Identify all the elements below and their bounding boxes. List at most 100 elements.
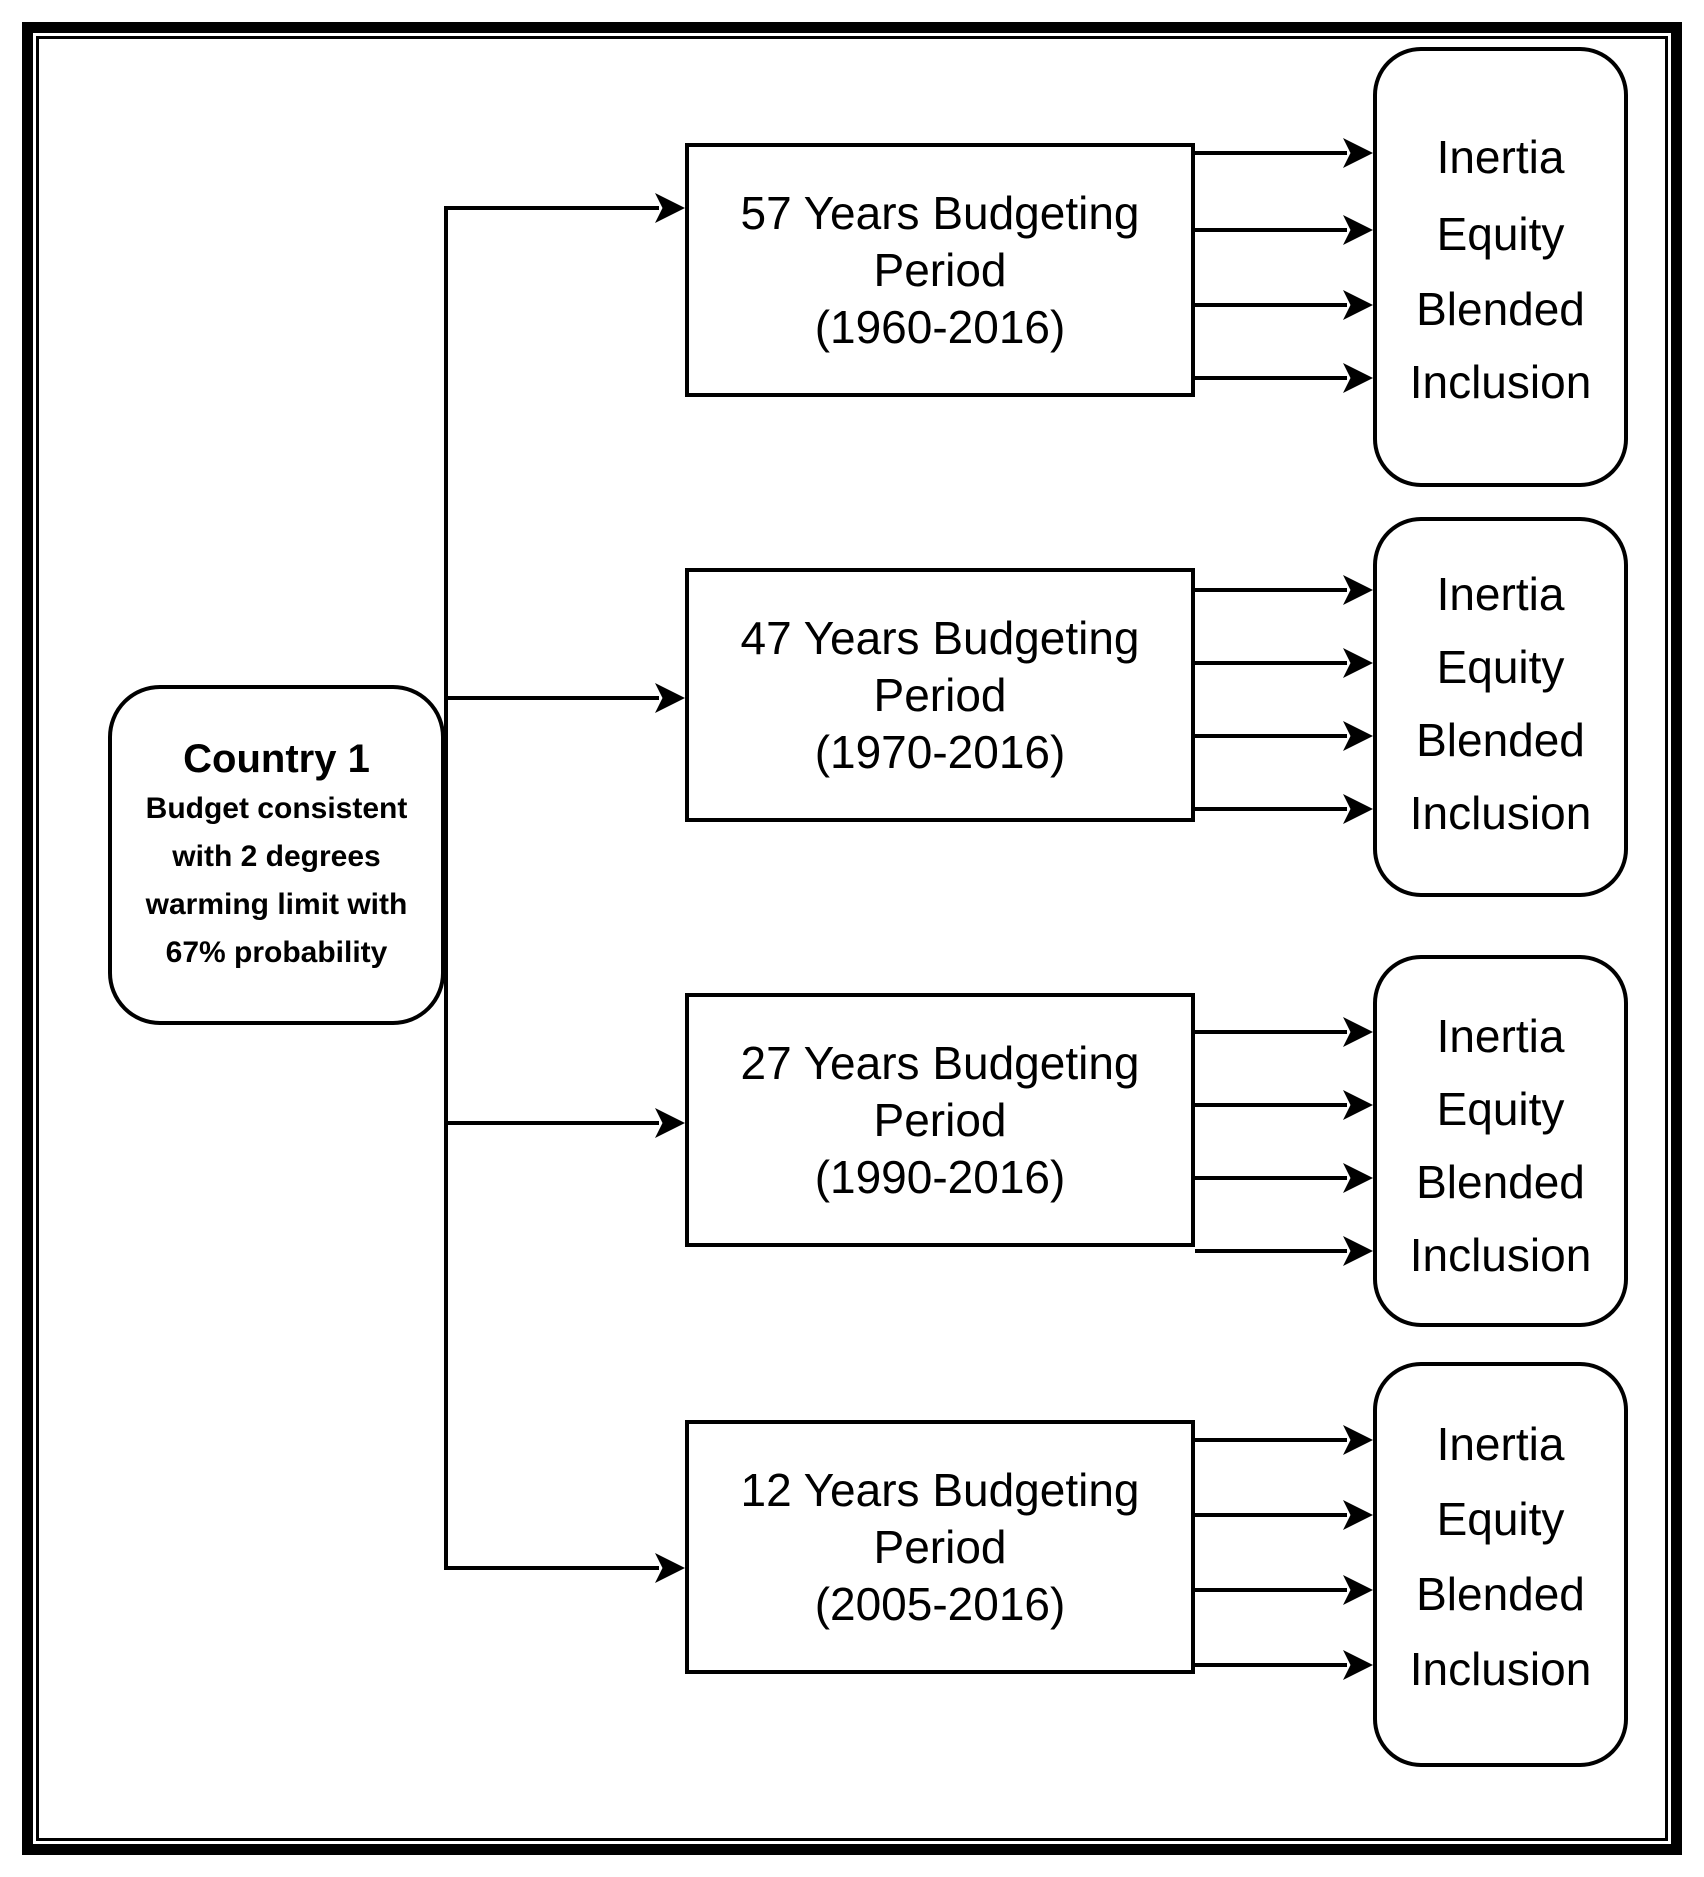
period-line: (2005-2016) — [814, 1577, 1066, 1630]
edge-arrow-row4-inertia — [1195, 1425, 1373, 1455]
edge-arrow-row4-equity — [1195, 1500, 1373, 1530]
arrow-head — [1343, 1575, 1373, 1605]
branch-arrow-row2 — [444, 683, 685, 713]
arrow-shaft — [1195, 1513, 1347, 1517]
arrow-head — [1343, 1650, 1373, 1680]
period-line: 57 Years Budgeting — [740, 186, 1140, 239]
arrow-head — [655, 1553, 685, 1583]
arrow-shaft — [1195, 376, 1347, 380]
edge-arrow-row2-inclusion — [1195, 794, 1373, 824]
period-line: Period — [873, 1520, 1007, 1573]
country-line: 67% probability — [165, 936, 388, 969]
arrow-shaft — [444, 206, 659, 210]
period-node-row2: 47 Years Budgeting Period (1970-2016) — [685, 568, 1195, 822]
arrow-shaft — [1195, 1663, 1347, 1667]
edge-arrow-row1-equity — [1195, 215, 1373, 245]
period-line: Period — [873, 1093, 1007, 1146]
branch-arrow-row1 — [444, 193, 685, 223]
arrow-head — [1343, 1090, 1373, 1120]
arrow-shaft — [1195, 1030, 1347, 1034]
edge-arrow-row3-equity — [1195, 1090, 1373, 1120]
outcome-node-row3: Inertia Equity Blended Inclusion — [1373, 955, 1628, 1327]
arrow-head — [655, 1108, 685, 1138]
country-node: Country 1 Budget consistent with 2 degre… — [108, 685, 445, 1025]
country-line: with 2 degrees — [172, 840, 381, 873]
edge-arrow-row3-blended — [1195, 1163, 1373, 1193]
country-line: Budget consistent — [145, 792, 408, 825]
country-title: Country 1 — [183, 737, 370, 781]
arrow-shaft — [1195, 1103, 1347, 1107]
period-line: Period — [873, 243, 1007, 296]
outcome-label: Blended — [1416, 1568, 1585, 1620]
arrow-shaft — [1195, 1249, 1347, 1253]
period-line: 47 Years Budgeting — [740, 611, 1140, 664]
arrow-shaft — [1195, 661, 1347, 665]
outcome-label: Inclusion — [1409, 356, 1592, 408]
arrow-head — [1343, 1425, 1373, 1455]
edge-arrow-row1-inclusion — [1195, 363, 1373, 393]
edge-arrow-row3-inclusion — [1195, 1236, 1373, 1266]
arrow-head — [1343, 1017, 1373, 1047]
edge-arrow-row2-equity — [1195, 648, 1373, 678]
arrow-shaft — [1195, 1438, 1347, 1442]
arrow-shaft — [444, 696, 659, 700]
outcome-label: Inclusion — [1409, 1229, 1592, 1281]
arrow-shaft — [444, 1566, 659, 1570]
arrow-head — [1343, 794, 1373, 824]
outcome-label: Equity — [1436, 1083, 1565, 1135]
outcome-label: Blended — [1416, 714, 1585, 766]
arrow-head — [1343, 575, 1373, 605]
arrow-shaft — [1195, 1588, 1347, 1592]
arrow-head — [1343, 1236, 1373, 1266]
outcome-label: Blended — [1416, 1156, 1585, 1208]
arrow-head — [1343, 648, 1373, 678]
arrow-shaft — [1195, 734, 1347, 738]
arrow-head — [1343, 138, 1373, 168]
period-line: 27 Years Budgeting — [740, 1036, 1140, 1089]
edge-arrow-row1-inertia — [1195, 138, 1373, 168]
arrow-head — [655, 193, 685, 223]
country-line: warming limit with — [145, 888, 408, 921]
period-line: 12 Years Budgeting — [740, 1463, 1140, 1516]
arrow-head — [1343, 1500, 1373, 1530]
branch-arrow-row3 — [444, 1108, 685, 1138]
period-node-row3: 27 Years Budgeting Period (1990-2016) — [685, 993, 1195, 1247]
outcome-label: Inertia — [1436, 1010, 1565, 1062]
edge-arrow-row2-blended — [1195, 721, 1373, 751]
arrow-shaft — [1195, 1176, 1347, 1180]
outcome-label: Equity — [1436, 208, 1565, 260]
edge-arrow-row4-blended — [1195, 1575, 1373, 1605]
arrow-head — [1343, 290, 1373, 320]
arrow-head — [1343, 1163, 1373, 1193]
period-node-row1: 57 Years Budgeting Period (1960-2016) — [685, 143, 1195, 397]
outer-border — [22, 22, 1682, 1855]
trunk-connector-line — [444, 206, 448, 1570]
edge-arrow-row3-inertia — [1195, 1017, 1373, 1047]
outcome-label: Inertia — [1436, 1418, 1565, 1470]
arrow-shaft — [1195, 303, 1347, 307]
arrow-shaft — [1195, 807, 1347, 811]
arrow-shaft — [1195, 151, 1347, 155]
outcome-label: Inertia — [1436, 131, 1565, 183]
arrow-shaft — [1195, 228, 1347, 232]
edge-arrow-row4-inclusion — [1195, 1650, 1373, 1680]
arrow-head — [1343, 363, 1373, 393]
inner-border — [36, 36, 1668, 1841]
branch-arrow-row4 — [444, 1553, 685, 1583]
outcome-node-row4: Inertia Equity Blended Inclusion — [1373, 1362, 1628, 1767]
period-line: Period — [873, 668, 1007, 721]
edge-arrow-row2-inertia — [1195, 575, 1373, 605]
arrow-head — [1343, 721, 1373, 751]
outcome-node-row2: Inertia Equity Blended Inclusion — [1373, 517, 1628, 897]
edge-arrow-row1-blended — [1195, 290, 1373, 320]
outcome-label: Inclusion — [1409, 787, 1592, 839]
arrow-head — [1343, 215, 1373, 245]
period-line: (1960-2016) — [814, 300, 1066, 353]
outcome-label: Blended — [1416, 283, 1585, 335]
outcome-label: Inclusion — [1409, 1643, 1592, 1695]
arrow-shaft — [1195, 588, 1347, 592]
outcome-label: Equity — [1436, 1493, 1565, 1545]
period-node-row4: 12 Years Budgeting Period (2005-2016) — [685, 1420, 1195, 1674]
outcome-node-row1: Inertia Equity Blended Inclusion — [1373, 47, 1628, 487]
outcome-label: Inertia — [1436, 568, 1565, 620]
